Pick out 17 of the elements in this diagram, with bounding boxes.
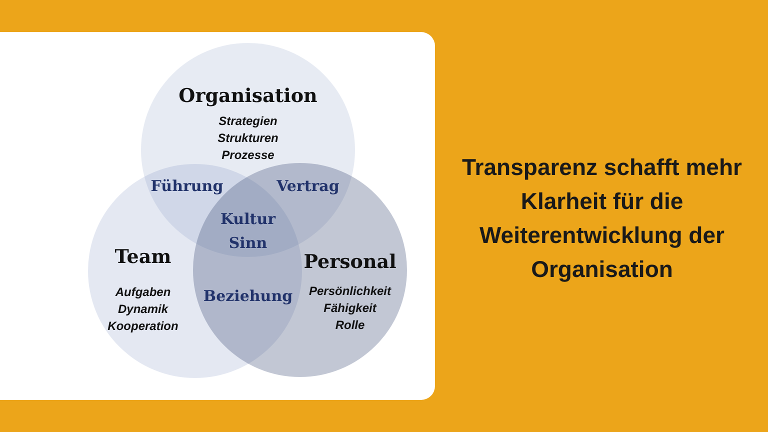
circle-title: Team xyxy=(114,246,172,268)
circle-item: Fähigkeit xyxy=(324,300,376,317)
circle-title: Personal xyxy=(304,251,396,273)
intersection-label: Kultur Sinn xyxy=(219,209,277,254)
circle-item: Rolle xyxy=(335,317,365,334)
headline-text: Transparenz schafft mehr Klarheit für die Weiterentwicklung der Organisation xyxy=(462,153,742,284)
intersection-label: Führung xyxy=(150,176,224,197)
circle-item: Dynamik xyxy=(118,301,168,318)
circle-item: Strategien xyxy=(218,113,278,130)
circle-item: Kooperation xyxy=(108,318,178,335)
circle-title: Organisation xyxy=(178,85,318,107)
circle-item: Prozesse xyxy=(222,147,274,164)
intersection-label: Vertrag xyxy=(276,176,340,197)
circle-item: Aufgaben xyxy=(115,284,171,301)
circle-item: Persönlichkeit xyxy=(308,283,392,300)
intersection-label: Beziehung xyxy=(202,286,294,307)
circle-item: Strukturen xyxy=(218,130,278,147)
